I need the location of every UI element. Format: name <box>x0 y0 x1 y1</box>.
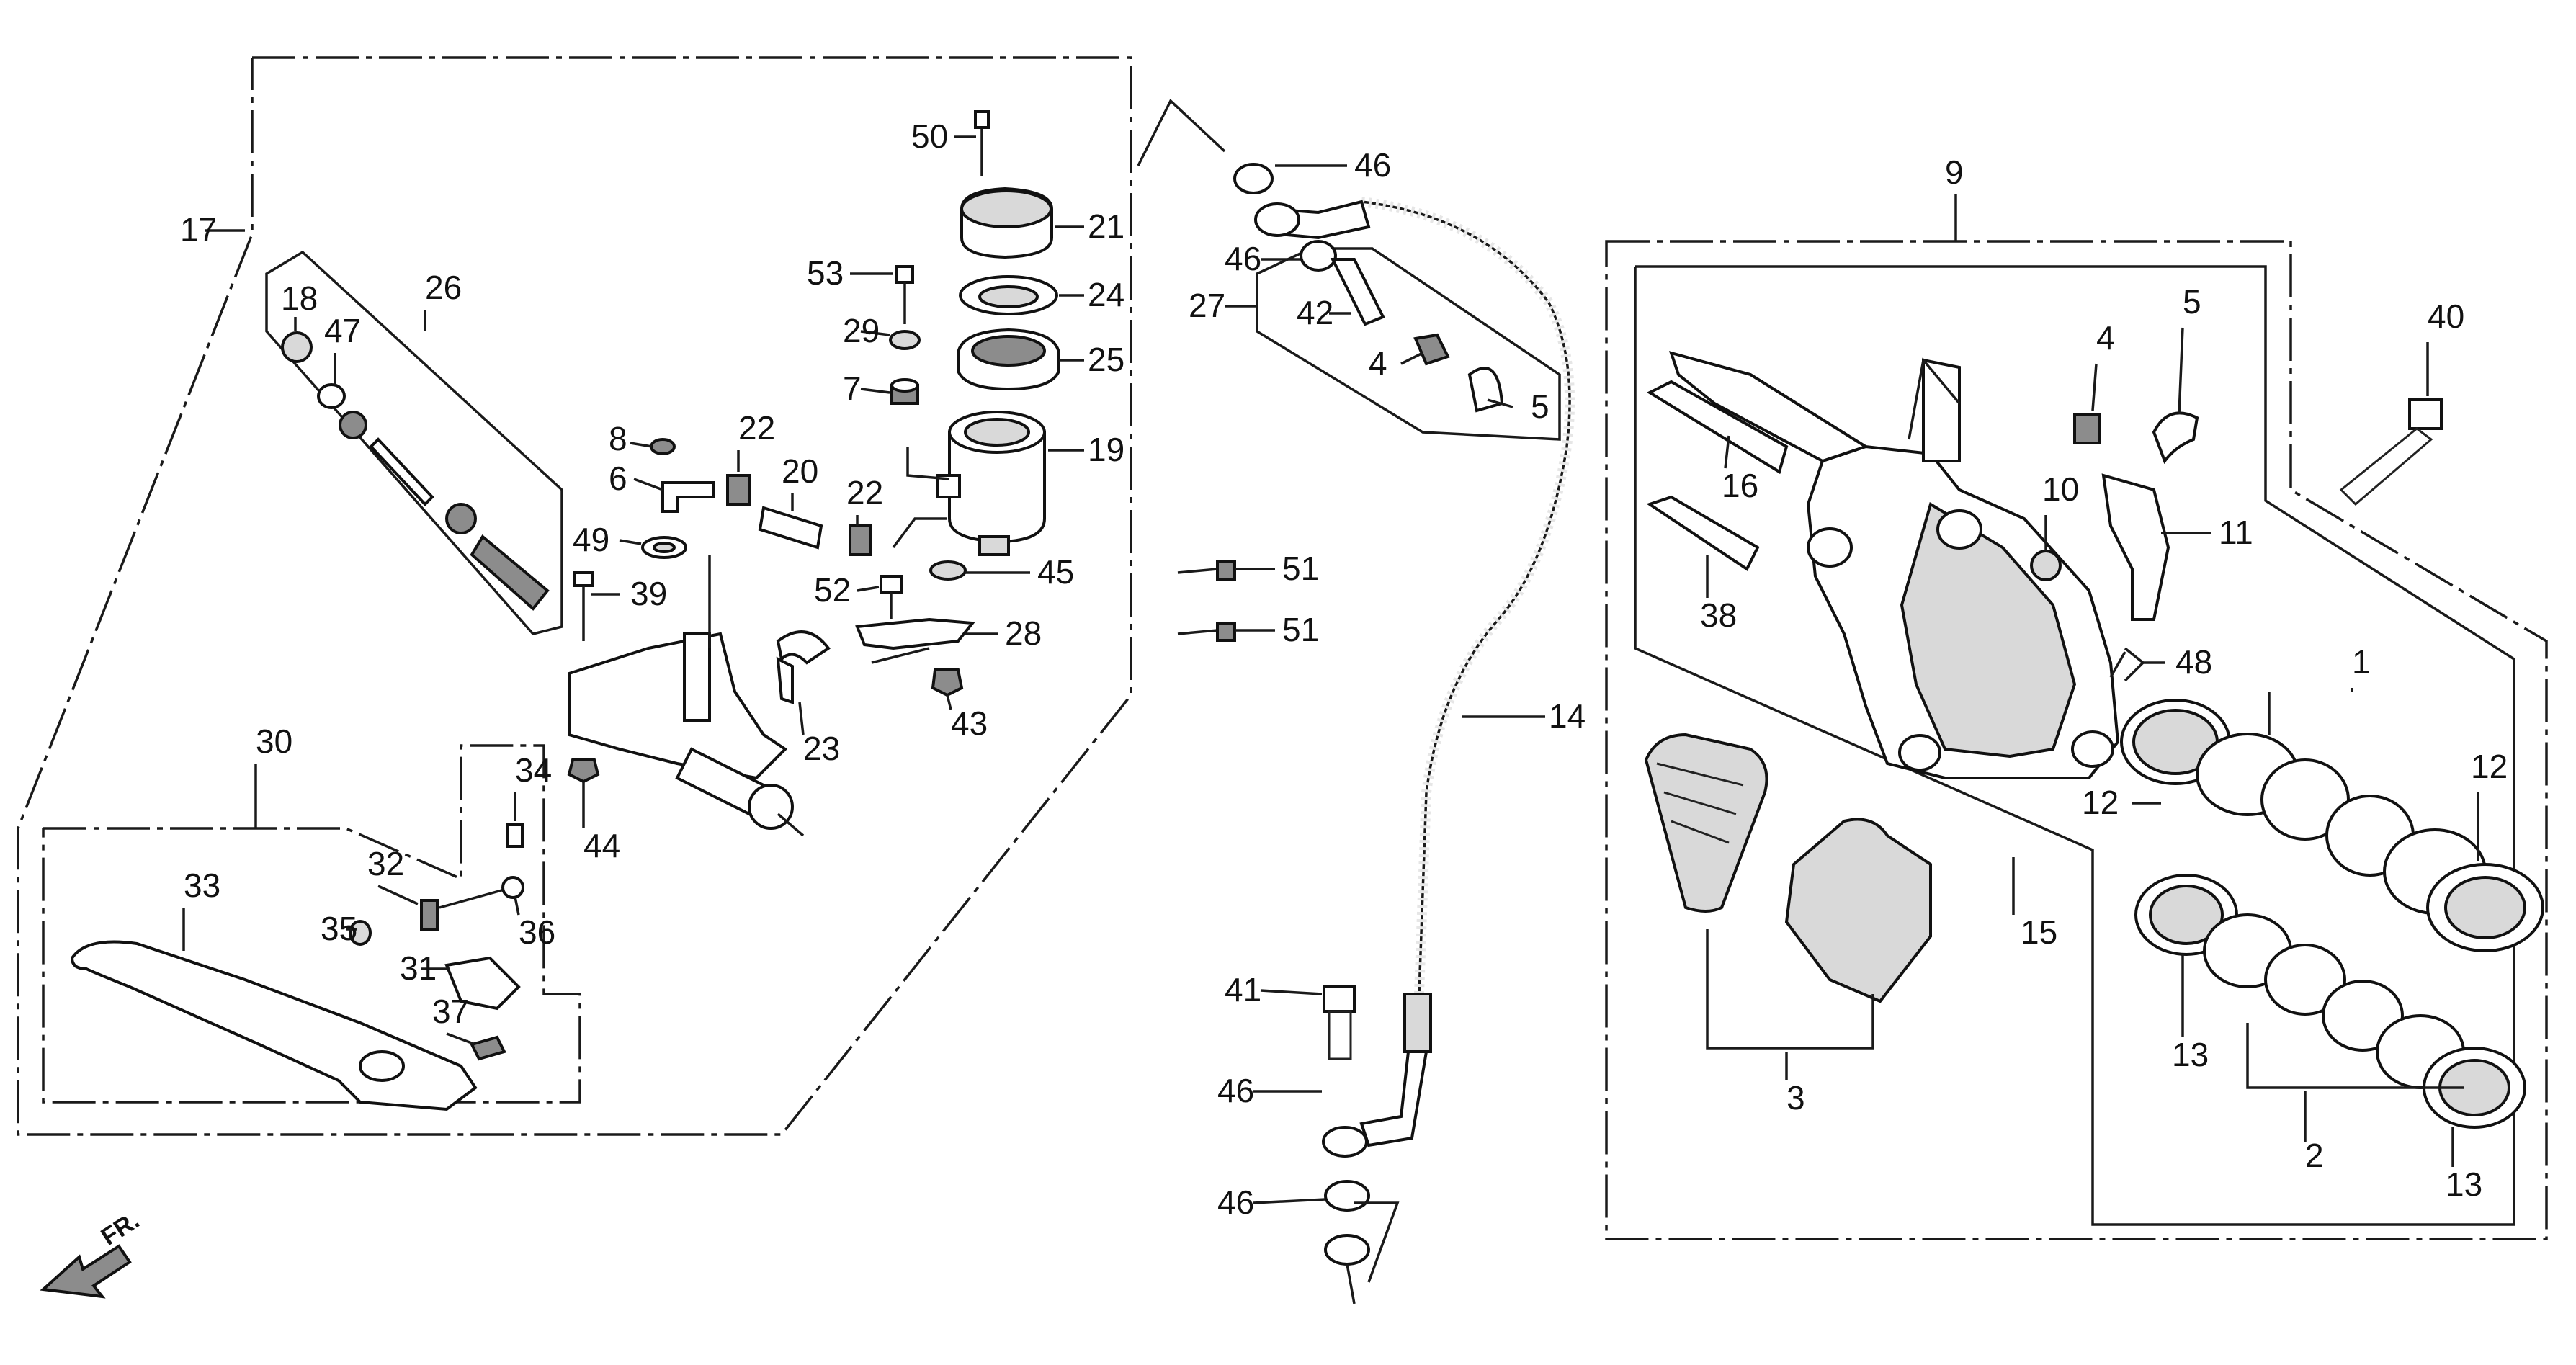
callout-c47: 47 <box>324 312 361 349</box>
leader-line-c7 <box>860 388 890 394</box>
callout-c51b: 51 <box>1282 611 1319 648</box>
callout-c13b: 13 <box>2446 1165 2482 1203</box>
callout-c7: 7 <box>843 370 862 407</box>
callout-c17: 17 <box>180 211 217 249</box>
callout-c42: 42 <box>1297 294 1333 331</box>
leader-line-c5b <box>2178 327 2184 415</box>
leader-line-c41 <box>1260 989 1323 995</box>
callout-c52: 52 <box>814 571 851 609</box>
callout-c33: 33 <box>184 867 220 904</box>
outline-15 <box>1634 265 2515 1226</box>
outline-9 <box>1605 240 2548 1240</box>
leader-line-c52 <box>857 586 880 592</box>
leader-line-c29 <box>860 330 890 336</box>
callout-c1: 1 <box>2352 643 2371 681</box>
callout-c43: 43 <box>951 704 988 742</box>
callout-c12b: 12 <box>2471 748 2508 785</box>
leader-line-c16 <box>1724 435 1730 469</box>
front-direction-label: FR. <box>97 1207 145 1251</box>
callout-c13a: 13 <box>2172 1036 2209 1073</box>
callout-c35: 35 <box>321 910 357 947</box>
callout-c37: 37 <box>432 993 469 1030</box>
brake-hose <box>1137 99 1575 1304</box>
callout-c18: 18 <box>281 279 318 317</box>
leader-line-c4b <box>2091 363 2098 411</box>
callout-c53: 53 <box>807 254 844 292</box>
callout-c39: 39 <box>630 575 667 612</box>
leader-line-c23 <box>798 702 805 735</box>
callout-c30: 30 <box>256 722 292 760</box>
leader-line-c6 <box>633 478 663 491</box>
lever-parts <box>70 823 524 1111</box>
callout-c49: 49 <box>573 521 609 558</box>
callout-c19: 19 <box>1088 431 1124 468</box>
callout-c22a: 22 <box>738 409 775 447</box>
pistons-upper <box>2120 699 2544 952</box>
leader-line-c4a <box>1400 352 1423 365</box>
outline-26 <box>265 250 563 635</box>
callout-c27: 27 <box>1189 287 1225 324</box>
callout-c15: 15 <box>2021 913 2057 951</box>
leader-line-c49 <box>619 539 642 545</box>
outline-27 <box>1256 247 1561 441</box>
leader-line-c43 <box>946 694 952 710</box>
callout-c8: 8 <box>609 420 627 457</box>
callout-c29: 29 <box>843 312 880 349</box>
callout-c25: 25 <box>1088 341 1124 378</box>
callout-c46a: 46 <box>1354 146 1391 184</box>
group-outlines <box>17 56 2548 1240</box>
callout-c31: 31 <box>400 949 437 987</box>
callout-c5b: 5 <box>2183 283 2201 321</box>
callout-c22b: 22 <box>846 474 883 511</box>
callout-c11: 11 <box>2219 514 2253 551</box>
callout-c36: 36 <box>519 913 555 951</box>
master-cylinder-parts <box>281 110 1060 837</box>
callout-c51a: 51 <box>1282 550 1319 587</box>
callout-c6: 6 <box>609 460 627 497</box>
callout-c50: 50 <box>911 117 948 155</box>
callout-c21: 21 <box>1088 207 1124 245</box>
callout-c5a: 5 <box>1531 388 1549 425</box>
leader-line-c5a <box>1487 398 1513 408</box>
callout-c12a: 12 <box>2082 784 2119 821</box>
callout-c40: 40 <box>2428 297 2464 335</box>
callout-c26: 26 <box>425 269 462 306</box>
callout-c44: 44 <box>583 827 620 864</box>
callout-c4a: 4 <box>1369 344 1387 382</box>
callout-c20: 20 <box>782 452 818 490</box>
callout-c34: 34 <box>515 751 552 789</box>
callout-c45: 45 <box>1037 553 1074 591</box>
callout-c38: 38 <box>1700 596 1737 634</box>
callout-c14: 14 <box>1549 697 1586 735</box>
callout-labels: 1234455678910111212131314151617181920212… <box>180 117 2508 1221</box>
callout-c23: 23 <box>803 730 840 767</box>
leader-line-c37 <box>446 1032 476 1046</box>
leader-line-c46d <box>1253 1198 1326 1204</box>
callout-c2: 2 <box>2305 1137 2324 1174</box>
callout-c3: 3 <box>1786 1079 1805 1116</box>
callout-c41: 41 <box>1225 971 1261 1008</box>
pistons-lower <box>2134 874 2526 1129</box>
callout-c4b: 4 <box>2096 319 2115 357</box>
callout-c10: 10 <box>2042 470 2079 508</box>
outline-17 <box>17 56 1132 1136</box>
callout-c32: 32 <box>367 845 404 882</box>
leader-line-c8 <box>630 442 653 448</box>
leader-line-c36 <box>514 896 520 916</box>
outline-30 <box>42 744 581 1104</box>
callout-c46d: 46 <box>1217 1183 1254 1221</box>
front-direction-arrow: FR. <box>40 1207 145 1299</box>
leader-line-c32 <box>377 885 419 905</box>
caliper-parts <box>1644 351 2544 1129</box>
callout-c9: 9 <box>1945 153 1964 191</box>
callout-c16: 16 <box>1722 467 1758 504</box>
callout-c28: 28 <box>1005 614 1042 652</box>
callout-c46c: 46 <box>1217 1072 1254 1109</box>
callout-c46b: 46 <box>1225 240 1261 277</box>
callout-c48: 48 <box>2175 643 2212 681</box>
callout-c24: 24 <box>1088 276 1124 313</box>
